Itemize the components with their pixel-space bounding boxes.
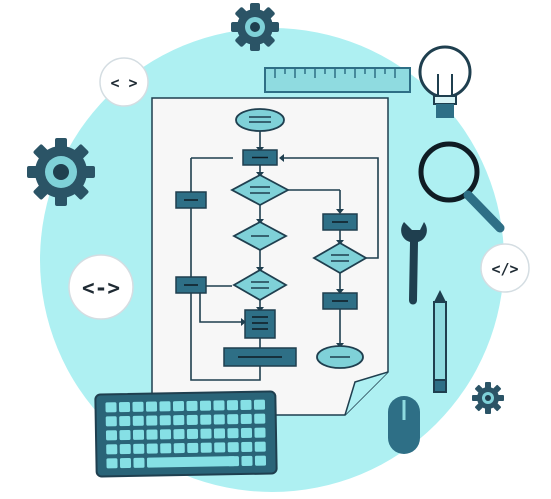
keyboard-key: [119, 457, 132, 469]
keyboard-key: [187, 442, 199, 453]
keyboard-key: [200, 428, 212, 439]
keyboard-key: [132, 415, 144, 426]
pencil-icon: [433, 290, 447, 393]
keyboard-key: [132, 401, 144, 412]
magnifier-icon: [418, 141, 505, 233]
keyboard-key: [106, 458, 118, 469]
keyboard-key: [159, 429, 172, 440]
keyboard-key: [254, 441, 266, 452]
keyboard-key: [253, 399, 266, 410]
keyboard-key: [146, 443, 158, 454]
code-badge-left: <->: [82, 276, 120, 300]
wrench-icon: [401, 222, 427, 305]
keyboard-key: [118, 401, 131, 413]
keyboard-key: [227, 414, 239, 425]
keyboard-key: [241, 441, 253, 453]
keyboard-key: [226, 400, 239, 411]
keyboard-key: [199, 400, 212, 411]
keyboard-key: [119, 443, 131, 455]
keyboard-key: [213, 414, 225, 425]
lightbulb-icon: [418, 45, 472, 118]
keyboard-key: [173, 443, 185, 454]
gear-icon: [231, 3, 279, 51]
keyboard-key: [119, 415, 131, 427]
keyboard-key: [200, 414, 212, 425]
keyboard-key: [186, 428, 199, 439]
keyboard-key: [105, 430, 118, 441]
keyboard-icon: [94, 390, 278, 478]
keyboard-key: [186, 414, 198, 425]
keyboard-key: [146, 429, 158, 440]
keyboard-key: [133, 457, 145, 468]
keyboard-key: [200, 442, 212, 453]
keyboard-key: [213, 400, 225, 411]
keyboard-key: [240, 399, 252, 411]
keyboard-key: [213, 428, 226, 439]
keyboard-key: [173, 429, 185, 440]
keyboard-key: [254, 455, 267, 466]
code-icon: </>: [480, 243, 530, 293]
keyboard-key: [105, 416, 117, 427]
keyboard-key: [240, 427, 253, 439]
code-icon: <->: [68, 254, 134, 320]
keyboard-key: [227, 456, 240, 467]
keyboard-key: [227, 442, 239, 453]
keyboard-key: [160, 443, 172, 454]
code-badge-right: </>: [491, 260, 518, 278]
keyboard-key: [132, 429, 145, 440]
keyboard-key: [106, 444, 118, 455]
code-badge-top-left: < >: [110, 74, 137, 92]
mouse-icon: [388, 396, 420, 454]
keyboard-key: [119, 429, 131, 441]
keyboard-key: [146, 456, 236, 468]
keyboard-key: [227, 428, 239, 439]
keyboard-key: [159, 415, 171, 426]
keyboard-key: [241, 455, 253, 467]
keyboard-key: [133, 443, 145, 454]
keyboard-key: [145, 401, 158, 412]
gear-icon: [27, 138, 95, 206]
keyboard-key: [146, 415, 158, 426]
keyboard-key: [159, 401, 171, 412]
code-icon: < >: [99, 57, 149, 107]
keyboard-key: [173, 415, 185, 426]
keyboard-key: [254, 427, 266, 438]
keyboard-key: [105, 402, 117, 413]
ruler-icon: [264, 67, 411, 93]
flowchart-document: [151, 97, 389, 416]
keyboard-key: [240, 413, 252, 425]
keyboard-key: [172, 401, 185, 412]
gear-icon: [472, 382, 504, 414]
keyboard-key: [254, 413, 266, 424]
keyboard-key: [214, 442, 226, 453]
keyboard-key: [186, 400, 198, 411]
